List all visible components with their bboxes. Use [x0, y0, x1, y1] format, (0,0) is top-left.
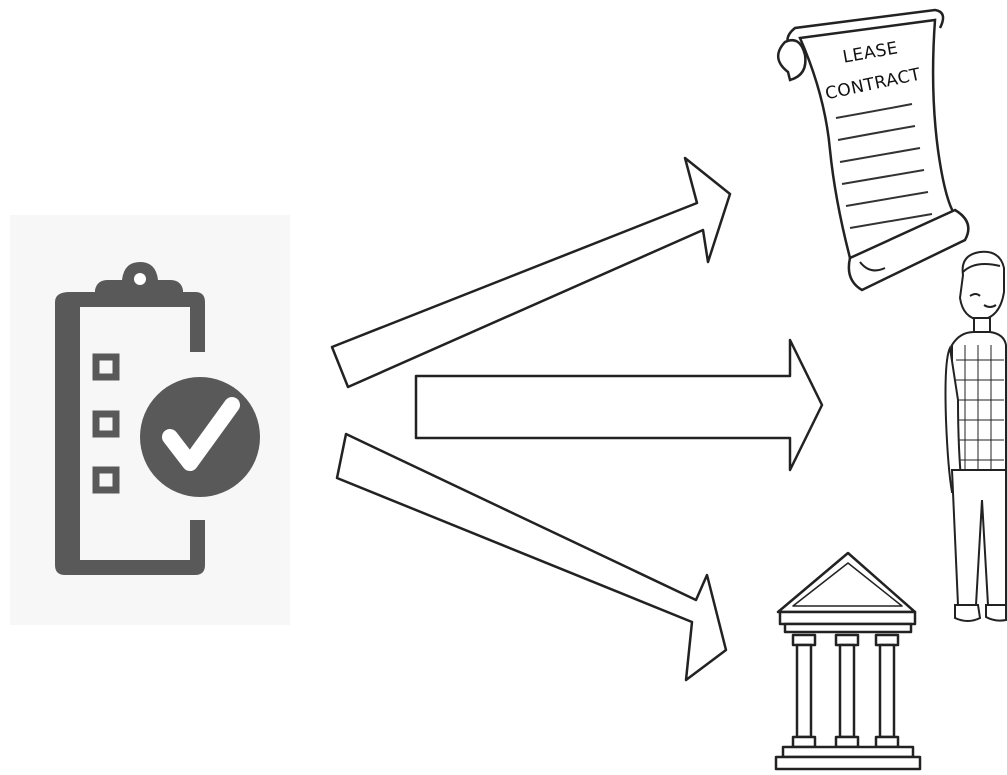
lease-contract-scroll-icon: LEASE CONTRACT	[777, 8, 970, 292]
bank-building-icon	[774, 551, 922, 771]
clipboard-checklist-icon	[10, 215, 290, 625]
arrow-to-lease-contract	[330, 156, 732, 389]
person-icon	[944, 250, 1007, 622]
arrow-to-institution	[335, 432, 728, 682]
arrow-to-person	[414, 338, 824, 472]
